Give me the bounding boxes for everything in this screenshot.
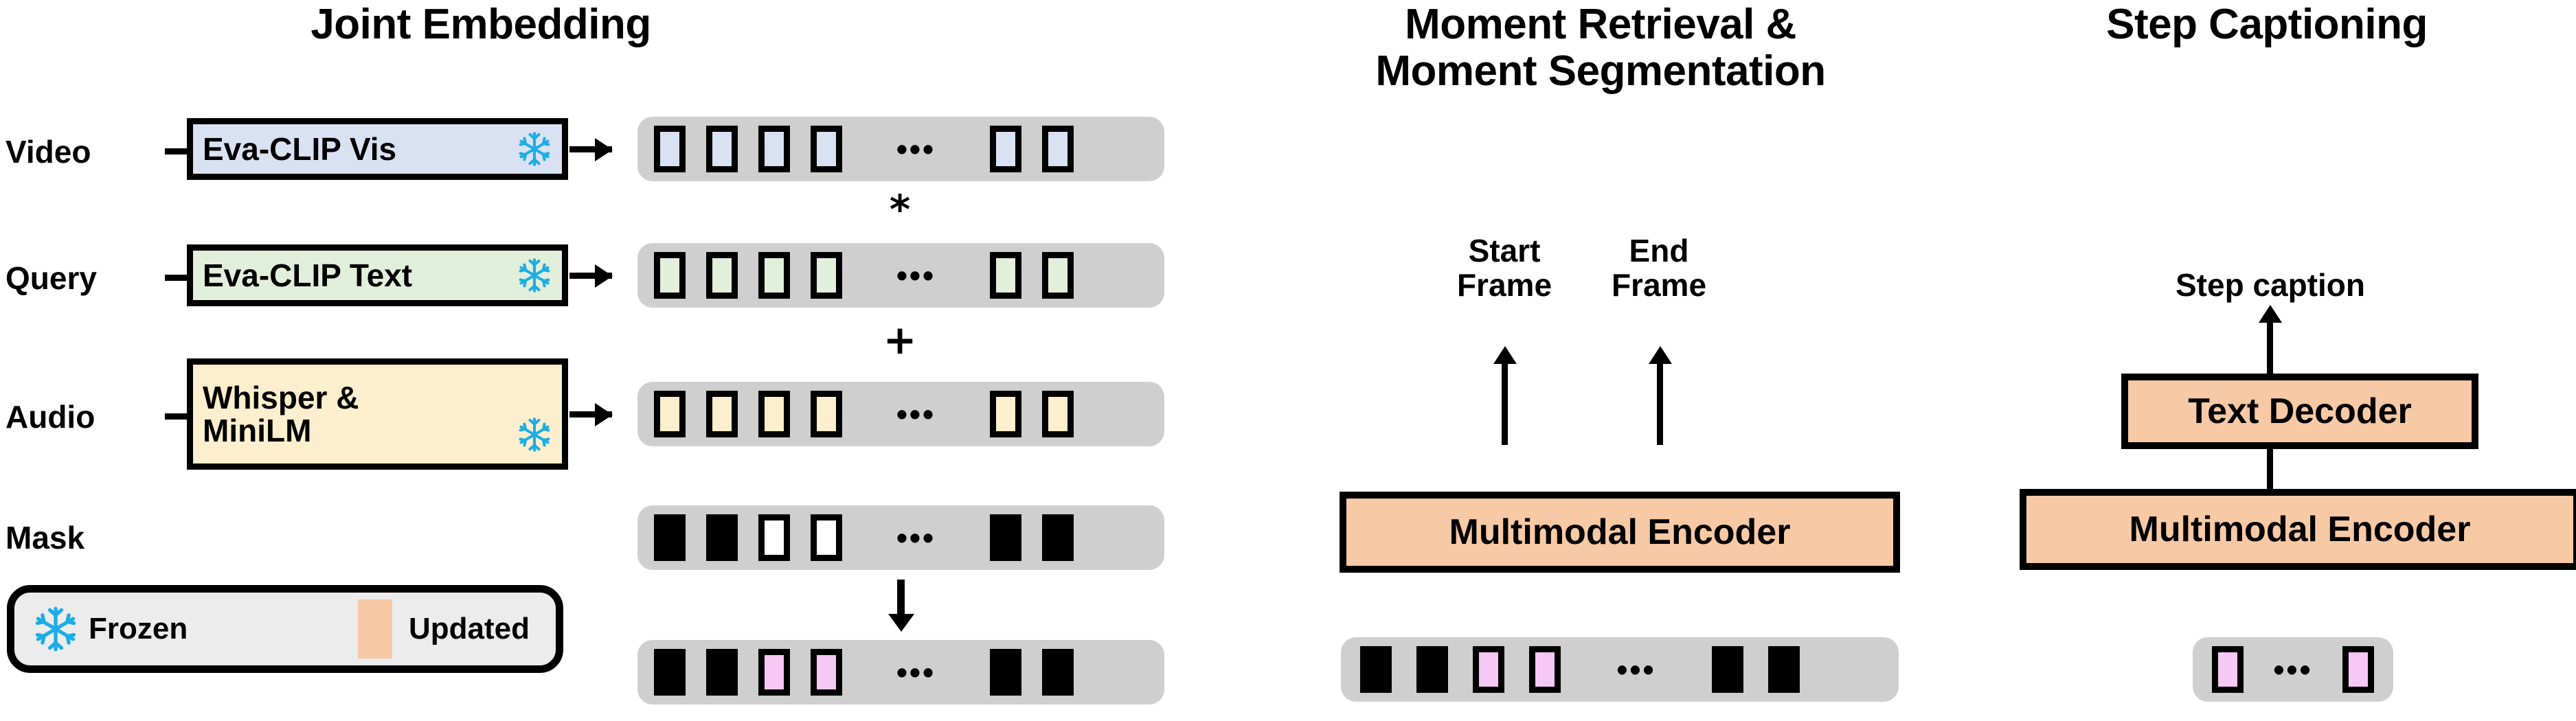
token-strip-middle: •••: [1341, 637, 1899, 702]
connector-query: [165, 275, 194, 281]
connector-video: [165, 148, 194, 154]
row-label-audio: Audio: [5, 399, 95, 435]
arrow-start-frame: [1502, 363, 1508, 445]
token: [811, 252, 842, 299]
token-strip-mask: •••: [637, 505, 1164, 570]
arrow-audio-to-tokens: [569, 411, 612, 417]
legend: Frozen Updated: [7, 585, 563, 673]
token-predicted: [1473, 646, 1504, 693]
token-strip-audio: •••: [637, 382, 1164, 446]
multimodal-encoder-right[interactable]: Multimodal Encoder: [2020, 489, 2576, 570]
token: [706, 391, 738, 437]
token-ellipsis: •••: [896, 257, 936, 293]
encoder-box-audio[interactable]: Whisper & MiniLM: [187, 358, 568, 470]
token-masked: [1042, 649, 1074, 696]
panel-title-joint-embedding: Joint Embedding: [310, 1, 651, 48]
token-ellipsis: •••: [896, 519, 936, 556]
token-masked: [990, 649, 1021, 696]
token-masked: [990, 514, 1021, 561]
token: [1042, 126, 1074, 172]
token-masked: [1416, 646, 1448, 693]
token-masked: [1712, 646, 1743, 693]
operator-add: +: [883, 317, 917, 363]
token-predicted: [2212, 646, 2244, 693]
token-masked: [654, 514, 686, 561]
panel-title-step-captioning: Step Captioning: [2106, 1, 2428, 48]
token-masked: [1042, 514, 1074, 561]
legend-label-frozen: Frozen: [89, 612, 188, 645]
token-predicted: [2342, 646, 2374, 693]
output-label-step-caption: Step caption: [2175, 267, 2366, 303]
token-masked: [1360, 646, 1392, 693]
token-masked: [706, 649, 738, 696]
token: [654, 252, 686, 299]
encoder-box-video[interactable]: Eva-CLIP Vis: [187, 118, 568, 180]
token-unmasked: [811, 514, 842, 561]
token-ellipsis: •••: [2273, 651, 2313, 687]
token: [990, 126, 1021, 172]
token: [706, 252, 738, 299]
row-label-query: Query: [5, 260, 97, 296]
snowflake-icon: [517, 417, 552, 453]
token-predicted: [1529, 646, 1561, 693]
token-unmasked: [758, 514, 790, 561]
token-ellipsis: •••: [896, 654, 936, 690]
arrow-end-frame: [1657, 363, 1663, 445]
multimodal-encoder-label-middle: Multimodal Encoder: [1449, 512, 1791, 552]
encoder-label-query: Eva-CLIP Text: [203, 257, 413, 293]
token-masked: [706, 514, 738, 561]
encoder-label-audio: Whisper & MiniLM: [203, 379, 359, 448]
snowflake-icon: [517, 258, 552, 293]
token: [1042, 252, 1074, 299]
text-decoder-label: Text Decoder: [2188, 391, 2412, 431]
token: [1042, 391, 1074, 437]
token-strip-video: •••: [637, 117, 1164, 181]
token-strip-output: •••: [637, 640, 1164, 705]
token: [758, 126, 790, 172]
arrow-mask-to-output: [897, 580, 905, 615]
token: [758, 252, 790, 299]
arrow-step-caption: [2267, 321, 2273, 382]
token: [706, 126, 738, 172]
row-label-mask: Mask: [5, 520, 85, 556]
text-decoder-block[interactable]: Text Decoder: [2121, 374, 2478, 449]
token-ellipsis: •••: [1616, 651, 1656, 687]
encoder-label-video: Eva-CLIP Vis: [203, 130, 397, 167]
snowflake-icon: [32, 606, 79, 652]
output-label-end-frame: End Frame: [1611, 233, 1707, 303]
token-masked: [654, 649, 686, 696]
token-masked: [1768, 646, 1800, 693]
row-label-video: Video: [5, 134, 91, 170]
multimodal-encoder-label-right: Multimodal Encoder: [2129, 510, 2471, 549]
connector-decoder-to-encoder: [2267, 448, 2273, 490]
token: [811, 391, 842, 437]
token: [990, 391, 1021, 437]
token: [990, 252, 1021, 299]
legend-label-updated: Updated: [409, 612, 530, 645]
token-strip-query: •••: [637, 243, 1164, 308]
connector-audio: [165, 413, 194, 420]
arrow-query-to-tokens: [569, 273, 612, 279]
operator-multiply: *: [889, 186, 911, 233]
token-predicted: [811, 649, 842, 696]
token-strip-right: •••: [2193, 637, 2393, 702]
token: [654, 391, 686, 437]
token: [811, 126, 842, 172]
legend-swatch-updated: [358, 599, 392, 659]
panel-title-moment-retrieval: Moment Retrieval & Moment Segmentation: [1375, 1, 1826, 95]
token: [758, 391, 790, 437]
snowflake-icon: [517, 131, 552, 167]
token-predicted: [758, 649, 790, 696]
output-label-start-frame: Start Frame: [1456, 233, 1552, 303]
token-ellipsis: •••: [896, 130, 936, 167]
arrow-video-to-tokens: [569, 146, 612, 152]
encoder-box-query[interactable]: Eva-CLIP Text: [187, 244, 568, 306]
token-ellipsis: •••: [896, 396, 936, 432]
token: [654, 126, 686, 172]
multimodal-encoder-middle[interactable]: Multimodal Encoder: [1340, 492, 1900, 573]
